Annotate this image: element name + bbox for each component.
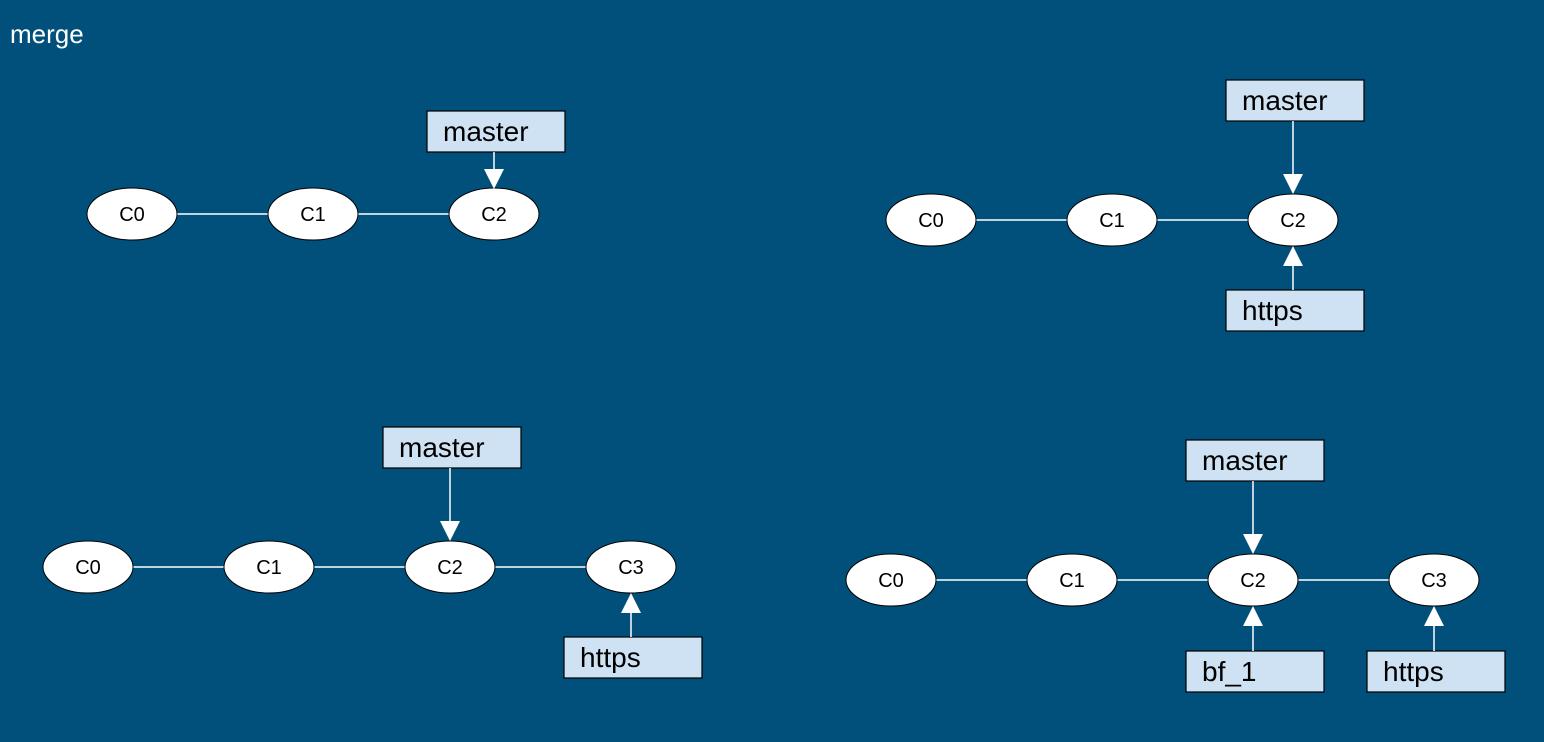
branch-label: master xyxy=(1202,445,1288,476)
branch-label-box xyxy=(1225,79,1365,122)
branch-ref-https: https xyxy=(1366,606,1506,693)
branch-ref-https: https xyxy=(563,593,703,679)
branch-ref-https: https xyxy=(1225,246,1365,332)
branch-ref-master: master xyxy=(1185,439,1325,554)
page-title: merge xyxy=(10,19,84,49)
commit-label: C2 xyxy=(481,204,507,226)
branch-label: https xyxy=(1242,295,1303,326)
arrowhead-icon xyxy=(1283,246,1303,266)
commit-label: C0 xyxy=(918,210,944,232)
branch-label-box xyxy=(382,426,522,469)
commit-label: C1 xyxy=(300,204,326,226)
branch-label: master xyxy=(443,116,529,147)
commit-node-c1 xyxy=(223,540,315,594)
commit-node-c0 xyxy=(86,187,178,241)
commit-label: C3 xyxy=(618,557,644,579)
commit-node-c0 xyxy=(42,540,134,594)
branch-label-box xyxy=(1185,439,1325,482)
arrowhead-icon xyxy=(484,169,504,189)
commit-label: C1 xyxy=(1099,210,1125,232)
commit-graph-bottom-left: C0 C1 C2 C3 master https xyxy=(42,426,703,679)
branch-label: master xyxy=(399,432,485,463)
arrowhead-icon xyxy=(1283,174,1303,194)
commit-node-c1 xyxy=(1026,553,1118,607)
branch-label: https xyxy=(580,642,641,673)
branch-ref-bf-1: bf_1 xyxy=(1185,606,1325,693)
commit-label: C2 xyxy=(1280,210,1306,232)
branch-label-box xyxy=(1366,650,1506,693)
branch-label: bf_1 xyxy=(1202,656,1257,687)
branch-label-box xyxy=(1225,289,1365,332)
commit-label: C0 xyxy=(878,570,904,592)
branch-label-box xyxy=(426,110,566,153)
branch-label: master xyxy=(1242,85,1328,116)
commit-graph-bottom-right: C0 C1 C2 C3 master bf_1 https xyxy=(845,439,1506,693)
commit-label: C0 xyxy=(75,557,101,579)
branch-label-box xyxy=(563,636,703,679)
branch-ref-master: master xyxy=(1225,79,1365,194)
arrowhead-icon xyxy=(1243,606,1263,626)
commit-label: C2 xyxy=(1240,570,1266,592)
commit-node-c0 xyxy=(885,193,977,247)
arrowhead-icon xyxy=(1243,534,1263,554)
commit-graph-top-right: C0 C1 C2 master https xyxy=(885,79,1365,332)
arrowhead-icon xyxy=(440,521,460,541)
commit-node-c0 xyxy=(845,553,937,607)
commit-label: C2 xyxy=(437,557,463,579)
branch-label-box xyxy=(1185,650,1325,693)
commit-label: C0 xyxy=(119,204,145,226)
commit-node-c1 xyxy=(267,187,359,241)
commit-label: C1 xyxy=(1059,570,1085,592)
commit-graph-top-left: C0 C1 C2 master xyxy=(86,110,566,241)
commit-label: C3 xyxy=(1421,570,1447,592)
arrowhead-icon xyxy=(1424,606,1444,626)
branch-label: https xyxy=(1383,656,1444,687)
branch-ref-master: master xyxy=(426,110,566,189)
arrowhead-icon xyxy=(621,593,641,613)
branch-ref-master: master xyxy=(382,426,522,541)
commit-node-c1 xyxy=(1066,193,1158,247)
commit-label: C1 xyxy=(256,557,282,579)
